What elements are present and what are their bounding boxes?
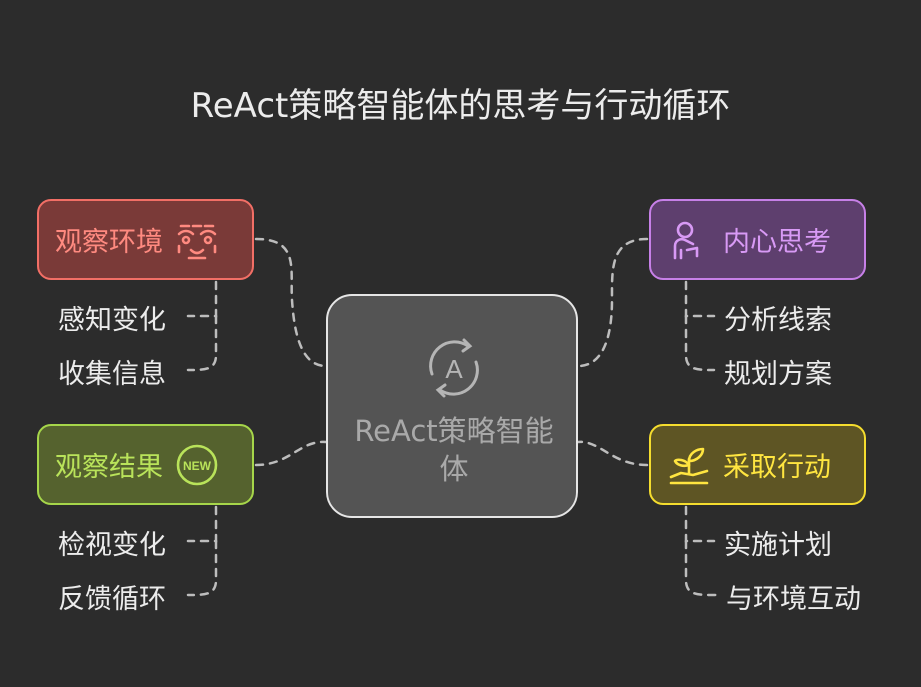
a-cycle-icon: A — [429, 338, 479, 398]
list-item: 规划方案 — [724, 359, 832, 390]
connector-sub-3 — [186, 505, 218, 543]
plant-hand-icon — [669, 447, 709, 484]
thinking-person-icon — [673, 221, 699, 259]
connector-sub-7 — [684, 505, 716, 543]
list-item: 与环境互动 — [726, 584, 861, 615]
center-label: ReAct策略智能体 — [354, 414, 554, 486]
list-item: 实施计划 — [724, 530, 832, 561]
list-item: 分析线索 — [724, 305, 832, 336]
new-badge-icon: NEW — [176, 444, 218, 485]
new-badge-text: NEW — [183, 459, 212, 473]
node-observe-result-label: 观察结果 — [55, 452, 163, 483]
list-item: 感知变化 — [58, 305, 166, 336]
node-think-label: 内心思考 — [723, 227, 831, 258]
connector-sub-5 — [684, 280, 716, 318]
node-observe-env: 观察环境 — [37, 199, 254, 280]
list-item: 收集信息 — [58, 359, 166, 390]
connector-think — [576, 237, 649, 368]
list-item: 反馈循环 — [58, 584, 166, 615]
connector-observe-env — [254, 237, 328, 368]
node-observe-result: 观察结果 NEW — [37, 424, 254, 505]
node-think: 内心思考 — [649, 199, 866, 280]
node-act-label: 采取行动 — [723, 452, 831, 483]
center-node: A ReAct策略智能体 — [326, 294, 578, 518]
connector-sub-1 — [186, 280, 218, 318]
node-observe-env-label: 观察环境 — [55, 227, 163, 258]
node-act: 采取行动 — [649, 424, 866, 505]
observe-icon — [177, 224, 217, 259]
connector-sub-4 — [186, 539, 218, 597]
connector-observe-result — [254, 440, 328, 467]
page-title: ReAct策略智能体的思考与行动循环 — [190, 86, 731, 126]
list-item: 检视变化 — [58, 530, 166, 561]
connector-sub-2 — [186, 314, 218, 372]
connector-sub-6 — [684, 314, 716, 372]
connector-act — [576, 440, 649, 467]
svg-text:A: A — [445, 354, 463, 384]
connector-sub-8 — [684, 539, 718, 597]
